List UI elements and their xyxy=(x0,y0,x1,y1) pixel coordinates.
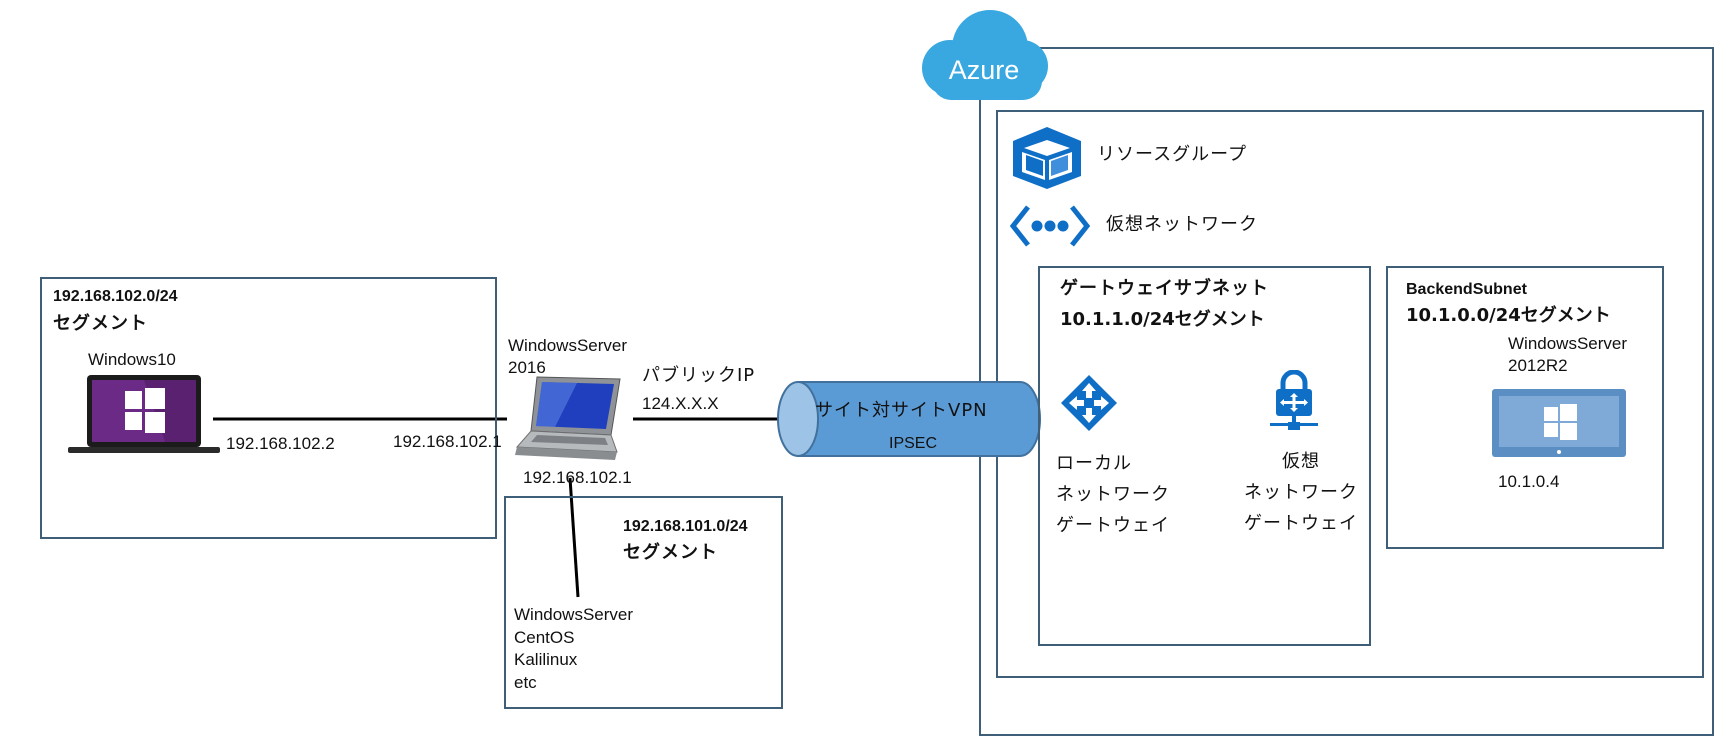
windows-server-monitor-icon xyxy=(1491,388,1627,458)
public-ip-label: パブリックIP xyxy=(642,365,756,386)
router-arrows-icon xyxy=(1060,374,1118,432)
host-item: WindowsServer xyxy=(514,605,634,624)
host-item: Kalilinux xyxy=(514,650,578,670)
local-segment-box xyxy=(40,277,497,539)
gateway-subnet-box xyxy=(1038,266,1371,646)
laptop-icon xyxy=(507,375,622,462)
vpn-protocol: IPSEC xyxy=(889,435,938,452)
windows-server-version: 2016 xyxy=(508,358,546,378)
virtual-network-gateway-label: 仮想 ネットワーク ゲートウェイ xyxy=(1244,447,1358,540)
lan-gateway-ip: 192.168.102.1 xyxy=(393,432,502,451)
windows-server-lan-ip: 192.168.102.1 xyxy=(523,468,632,487)
resource-group-label: リソースグループ xyxy=(1097,144,1248,165)
lock-network-icon xyxy=(1268,369,1320,432)
vnet-label: 仮想ネットワーク xyxy=(1106,214,1258,235)
backend-server-version: 2012R2 xyxy=(1508,356,1568,376)
backend-subnet-box xyxy=(1386,266,1664,549)
backend-subnet-title: BackendSubnet xyxy=(1406,281,1527,298)
windows-server-name: WindowsServer xyxy=(508,336,628,355)
inner-segment-box xyxy=(504,496,783,709)
backend-server-label: WindowsServer 2012R2 xyxy=(1508,333,1627,377)
backend-server-ip: 10.1.0.4 xyxy=(1498,472,1560,491)
public-ip-value: 124.X.X.X xyxy=(642,394,719,413)
inner-segment-cidr: 192.168.101.0/24 xyxy=(623,518,748,535)
azure-cloud-label: Azure xyxy=(949,55,1020,85)
cube-icon xyxy=(1008,124,1086,190)
virtual-gateway-line: 仮想 xyxy=(1282,451,1320,472)
local-gateway-line: ゲートウェイ xyxy=(1056,514,1170,536)
backend-server-name: WindowsServer xyxy=(1508,334,1628,353)
windows10-label: Windows10 xyxy=(88,350,176,369)
virtual-gateway-line: ネットワーク xyxy=(1244,481,1358,503)
virtual-network-icon xyxy=(1009,203,1091,249)
local-segment-label: セグメント xyxy=(53,313,148,334)
azure-cloud-icon: Azure xyxy=(912,6,1052,102)
inner-hosts-list: WindowsServer CentOS Kalilinux etc xyxy=(514,604,633,694)
local-gateway-line: ネットワーク xyxy=(1056,483,1170,505)
host-item: etc xyxy=(514,672,537,692)
inner-segment-label: セグメント xyxy=(623,542,718,563)
backend-subnet-cidr: 10.1.0.0/24セグメント xyxy=(1406,305,1611,326)
virtual-gateway-line: ゲートウェイ xyxy=(1244,512,1358,534)
windows10-laptop-icon xyxy=(67,374,221,454)
local-network-gateway-label: ローカル ネットワーク ゲートウェイ xyxy=(1056,449,1170,542)
local-gateway-line: ローカル xyxy=(1056,453,1132,474)
windows-server-2016-label: WindowsServer 2016 xyxy=(508,335,627,379)
windows10-ip: 192.168.102.2 xyxy=(226,434,335,453)
gateway-subnet-cidr: 10.1.1.0/24セグメント xyxy=(1060,309,1265,330)
host-item: CentOS xyxy=(514,627,575,647)
vpn-label: サイト対サイトVPN xyxy=(815,400,988,421)
local-segment-cidr: 192.168.102.0/24 xyxy=(53,288,178,305)
gateway-subnet-title: ゲートウェイサブネット xyxy=(1060,278,1269,299)
